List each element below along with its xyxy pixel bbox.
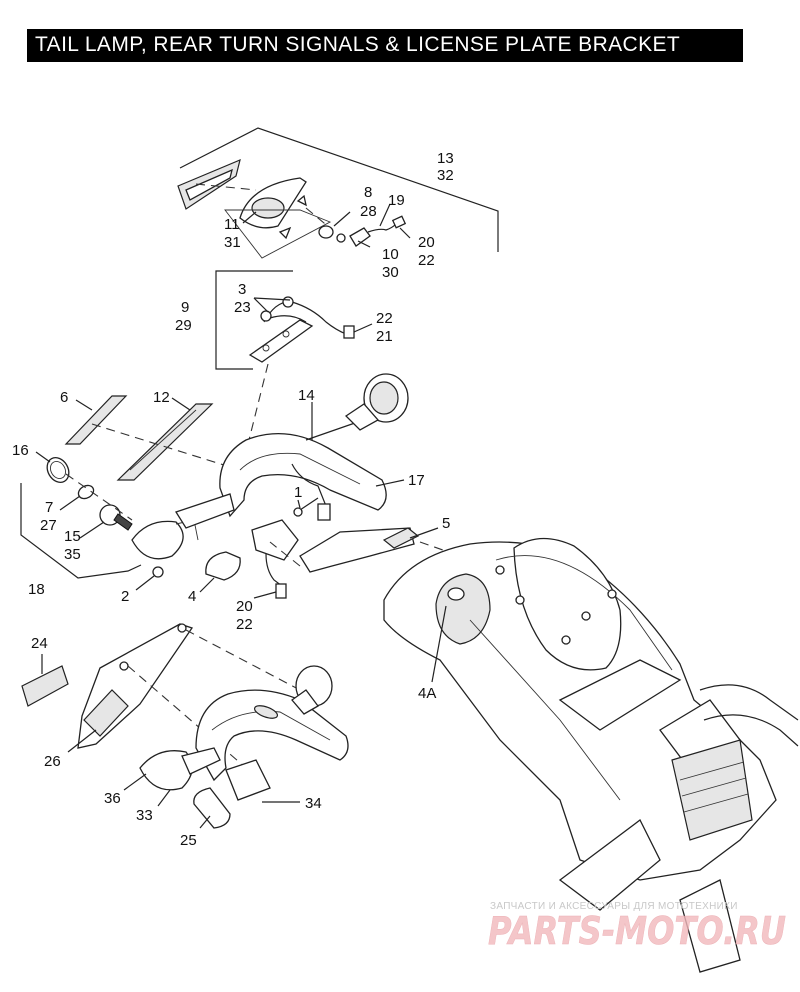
- license-lamp-housing: [251, 519, 299, 599]
- bulb-socket-harness: [336, 215, 407, 247]
- callout-33: 33: [136, 807, 153, 824]
- bulb: [318, 225, 334, 239]
- callout-22-a: 22: [418, 252, 435, 269]
- leader-lines: [35, 203, 447, 829]
- callout-34: 34: [305, 795, 322, 812]
- callout-27: 27: [40, 517, 57, 534]
- bolt: [293, 497, 319, 517]
- callout-12: 12: [153, 389, 170, 406]
- turn-signal-bracket: [219, 373, 409, 521]
- nut: [152, 566, 164, 578]
- turn-signal-bracket-alt: [195, 665, 349, 782]
- callout-11: 11: [224, 216, 240, 233]
- turn-signal-housing-alt: [139, 747, 221, 791]
- callout-2: 2: [121, 588, 129, 605]
- callout-32: 32: [437, 167, 454, 184]
- callout-1: 1: [294, 484, 302, 501]
- callout-29: 29: [175, 317, 192, 334]
- callout-19: 19: [388, 192, 405, 209]
- callout-31: 31: [224, 234, 241, 251]
- callout-26: 26: [44, 753, 61, 770]
- callout-3: 3: [238, 281, 246, 298]
- watermark-brand: PARTS-MOTO.RU: [488, 909, 786, 953]
- callout-23: 23: [234, 299, 251, 316]
- callout-9: 9: [181, 299, 189, 316]
- tail-lamp-housing: [224, 177, 332, 259]
- lamp-harness-bracket: [248, 296, 355, 363]
- turn-signal-housing-right: [131, 493, 235, 560]
- license-plate-lens: [116, 403, 214, 481]
- callout-4A: 4A: [418, 685, 436, 702]
- callout-15: 15: [64, 528, 81, 545]
- callout-6: 6: [60, 389, 68, 406]
- turn-signal-socket: [99, 504, 133, 531]
- callout-10: 10: [382, 246, 399, 263]
- reflector-plate: [64, 395, 128, 445]
- callout-17: 17: [408, 472, 425, 489]
- callout-30: 30: [382, 264, 399, 281]
- callout-14: 14: [298, 387, 315, 404]
- callout-22-b: 22: [376, 310, 393, 327]
- callout-28: 28: [360, 203, 377, 220]
- license-lamp-lens: [205, 551, 241, 581]
- page-title: TAIL LAMP, REAR TURN SIGNALS & LICENSE P…: [35, 33, 681, 56]
- turn-signal-bulb: [77, 484, 95, 500]
- callout-18: 18: [28, 581, 45, 598]
- callout-16: 16: [12, 442, 29, 459]
- group-bracket-13-32: [179, 127, 499, 252]
- callout-25: 25: [180, 832, 197, 849]
- callout-4: 4: [188, 588, 196, 605]
- group-bracket-9-29: [215, 270, 293, 370]
- turn-signal-rim: [46, 457, 70, 483]
- license-lamp-lens-alt: [193, 787, 231, 829]
- watermark-tagline: ЗАПЧАСТИ И АКСЕССУАРЫ ДЛЯ МОТОТЕХНИКИ: [490, 901, 738, 912]
- group-bracket-18: [20, 483, 142, 579]
- callout-8: 8: [364, 184, 372, 201]
- callout-24: 24: [31, 635, 48, 652]
- callout-20-b: 20: [236, 598, 253, 615]
- callout-22-c: 22: [236, 616, 253, 633]
- callout-5: 5: [442, 515, 450, 532]
- license-lamp-alt: [225, 759, 271, 801]
- callout-7: 7: [45, 499, 53, 516]
- title-bar: TAIL LAMP, REAR TURN SIGNALS & LICENSE P…: [27, 29, 743, 62]
- rear-fender-frame: [383, 537, 799, 973]
- callout-35: 35: [64, 546, 81, 563]
- callout-36: 36: [104, 790, 121, 807]
- license-plate-bracket: [77, 623, 194, 749]
- tail-lamp-lens: [177, 158, 241, 210]
- fender-grommet: [447, 587, 465, 601]
- callout-20-a: 20: [418, 234, 435, 251]
- callout-13: 13: [437, 150, 454, 167]
- callout-21: 21: [376, 328, 393, 345]
- watermark: ЗАПЧАСТИ И АКСЕССУАРЫ ДЛЯ МОТОТЕХНИКИ PA…: [488, 901, 787, 953]
- callout-labels: 13 32 8 28 19 11 31 20 22 10 30 3 23 9 2…: [12, 150, 454, 849]
- license-plate: [21, 665, 69, 707]
